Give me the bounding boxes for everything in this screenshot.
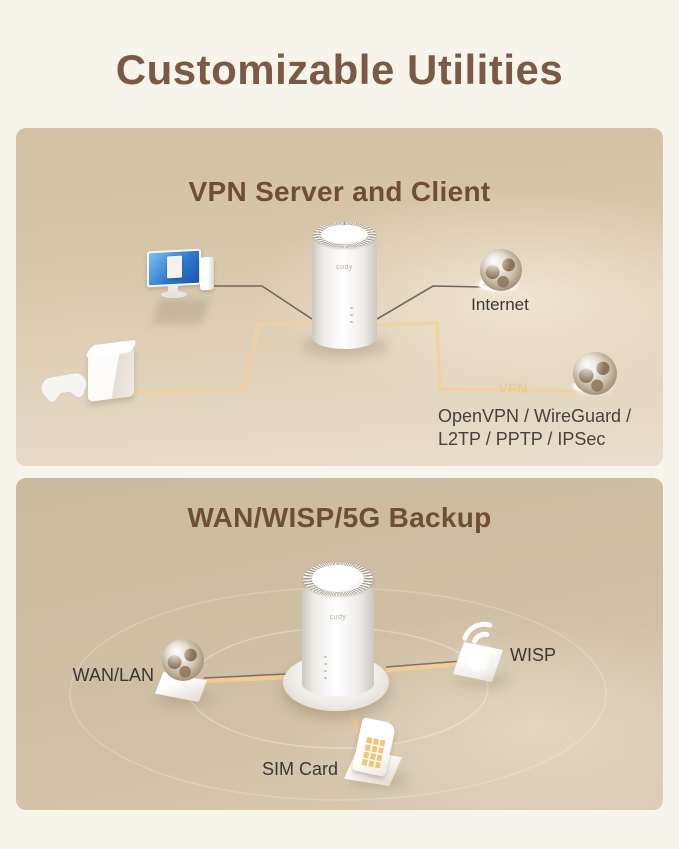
vpn-protocols-line2: L2TP / PPTP / IPSec — [438, 429, 606, 449]
router-tower-backup: cudy — [302, 562, 374, 696]
router-top-vent — [303, 562, 373, 596]
sim-card-label: SIM Card — [261, 759, 338, 779]
router-top-vent — [313, 222, 376, 248]
monitor-reflection — [151, 298, 211, 324]
vpn-line-label: VPN — [498, 380, 528, 396]
wisp-label: WISP — [510, 645, 557, 665]
monitor-base — [161, 291, 187, 298]
router-led-indicators — [350, 307, 353, 323]
internet-globe-icon — [480, 249, 522, 291]
router-top-cap — [321, 225, 368, 244]
wan-lan-globe-icon — [162, 639, 204, 681]
router-body — [312, 232, 377, 349]
sim-chip-contacts — [360, 735, 386, 769]
router-top-cap — [312, 565, 364, 592]
page-title: Customizable Utilities — [115, 46, 564, 93]
backup-panel: WAN/WISP/5G Backup cudy WAN/LAN — [16, 478, 663, 810]
desktop-monitor-icon — [147, 248, 201, 288]
vpn-panel: VPN Server and Client cu — [16, 128, 663, 466]
game-controller-icon — [40, 372, 88, 404]
backup-panel-heading: WAN/WISP/5G Backup — [187, 502, 492, 533]
router-body — [302, 578, 374, 696]
internet-label: Internet — [471, 295, 529, 314]
router-tower: cudy — [312, 222, 377, 349]
wifi-icon — [462, 621, 493, 644]
game-console-icon — [88, 346, 134, 402]
vpn-globe-icon — [573, 352, 617, 395]
wisp-glow — [463, 648, 493, 674]
wan-lan-label: WAN/LAN — [72, 665, 154, 685]
router-led-indicators — [324, 656, 327, 679]
mini-pc-icon — [200, 256, 214, 291]
router-brand-logo: cudy — [336, 264, 353, 271]
vpn-panel-heading: VPN Server and Client — [188, 176, 491, 207]
router-brand-logo: cudy — [329, 614, 347, 621]
monitor-window — [167, 255, 182, 279]
vpn-protocols-line1: OpenVPN / WireGuard / — [438, 406, 632, 426]
vpn-protocols-text: OpenVPN / WireGuard / L2TP / PPTP / IPSe… — [438, 405, 631, 451]
